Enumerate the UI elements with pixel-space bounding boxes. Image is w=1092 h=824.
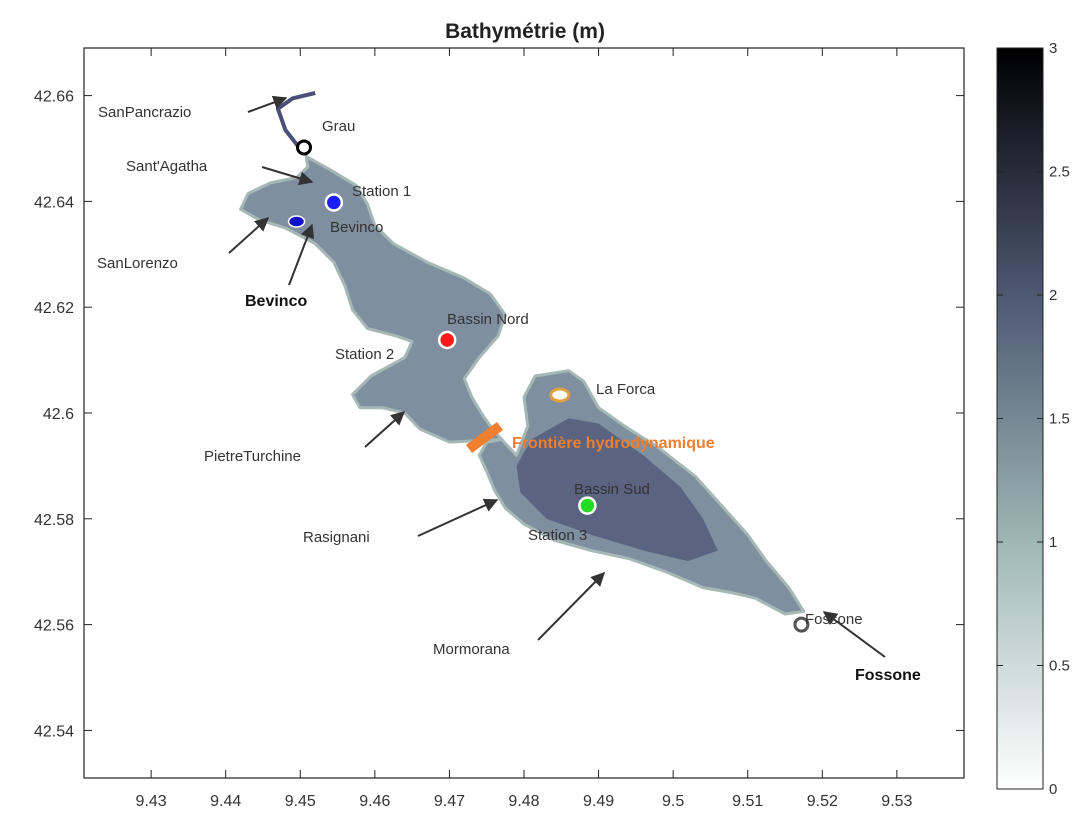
x-tick-label: 9.47 [434,793,465,810]
label-station-1: Station 1 [352,183,411,200]
marker-station-2 [437,330,457,350]
x-tick-label: 9.53 [881,793,912,810]
arrow-san-pancrazio [247,95,288,113]
x-tick-label: 9.45 [285,793,316,810]
lagoon-deep-zone [516,418,718,562]
label-bassin-sud: Bassin Sud [574,481,650,498]
chart-title: Bathymétrie (m) [445,20,605,43]
x-tick-label: 9.5 [662,793,684,810]
label-mormorana: Mormorana [433,641,510,658]
label-sant-agatha: Sant'Agatha [126,158,208,175]
colorbar-tick-label: 3 [1049,40,1057,57]
marker-fossone [793,616,810,633]
label-san-pancrazio: SanPancrazio [98,104,191,121]
arrow-rasignani [417,498,499,537]
label-rasignani: Rasignani [303,529,370,546]
y-tick-label: 42.56 [34,618,74,635]
marker-station-1 [324,193,344,212]
y-tick-label: 42.6 [43,406,74,423]
label-pietre-turchine: PietreTurchine [204,448,301,465]
colorbar-tick-label: 0.5 [1049,658,1070,675]
marker-bevinco [287,215,306,228]
arrow-sant-agatha [261,166,314,186]
arrow-bevinco [288,223,315,286]
marker-grau [296,139,312,156]
label-bevinco-bold: Bevinco [245,293,307,310]
label-san-lorenzo: SanLorenzo [97,255,178,272]
label-bassin-nord: Bassin Nord [447,311,529,328]
stations-layer [287,139,810,633]
x-tick-label: 9.46 [359,793,390,810]
y-tick-label: 42.62 [34,300,74,317]
arrow-mormorana [537,572,605,641]
colorbar-ticks: 0 0.5 1 1.5 2 2.5 3 [997,40,1070,798]
lagoon-layer [239,91,806,616]
label-bevinco-small: Bevinco [330,219,383,236]
label-station-3: Station 3 [528,527,587,544]
y-tick-label: 42.58 [34,512,74,529]
x-tick-label: 9.44 [210,793,241,810]
x-tick-label: 9.49 [583,793,614,810]
label-grau: Grau [322,118,355,135]
y-tick-label: 42.54 [34,723,74,740]
arrow-fossone [822,611,886,658]
colorbar-tick-label: 1 [1049,534,1057,551]
arrow-pietre-turchine [364,411,406,448]
label-fossone-bold: Fossone [855,667,921,684]
colorbar-tick-label: 1.5 [1049,411,1070,428]
x-tick-label: 9.48 [508,793,539,810]
x-tick-label: 9.43 [136,793,167,810]
hydrodynamic-frontier-mark [466,421,503,454]
y-tick-label: 42.64 [34,194,74,211]
x-tick-label: 9.51 [732,793,763,810]
arrow-san-lorenzo [228,217,270,254]
label-frontier: Frontière hydrodynamique [512,435,715,452]
label-station-2: Station 2 [335,346,394,363]
colorbar-tick-label: 2.5 [1049,164,1070,181]
colorbar-tick-label: 0 [1049,781,1057,798]
colorbar [996,47,1044,790]
x-tick-label: 9.52 [807,793,838,810]
colorbar-tick-label: 2 [1049,287,1057,304]
y-tick-label: 42.66 [34,89,74,106]
axis-ticks: 9.43 9.44 9.45 9.46 9.47 9.48 9.49 9.5 9.51 9.52 9… [34,48,964,810]
plot-area [83,47,965,779]
marker-la-forca [549,387,571,403]
marker-station-3 [578,496,597,515]
label-la-forca: La Forca [596,381,656,398]
